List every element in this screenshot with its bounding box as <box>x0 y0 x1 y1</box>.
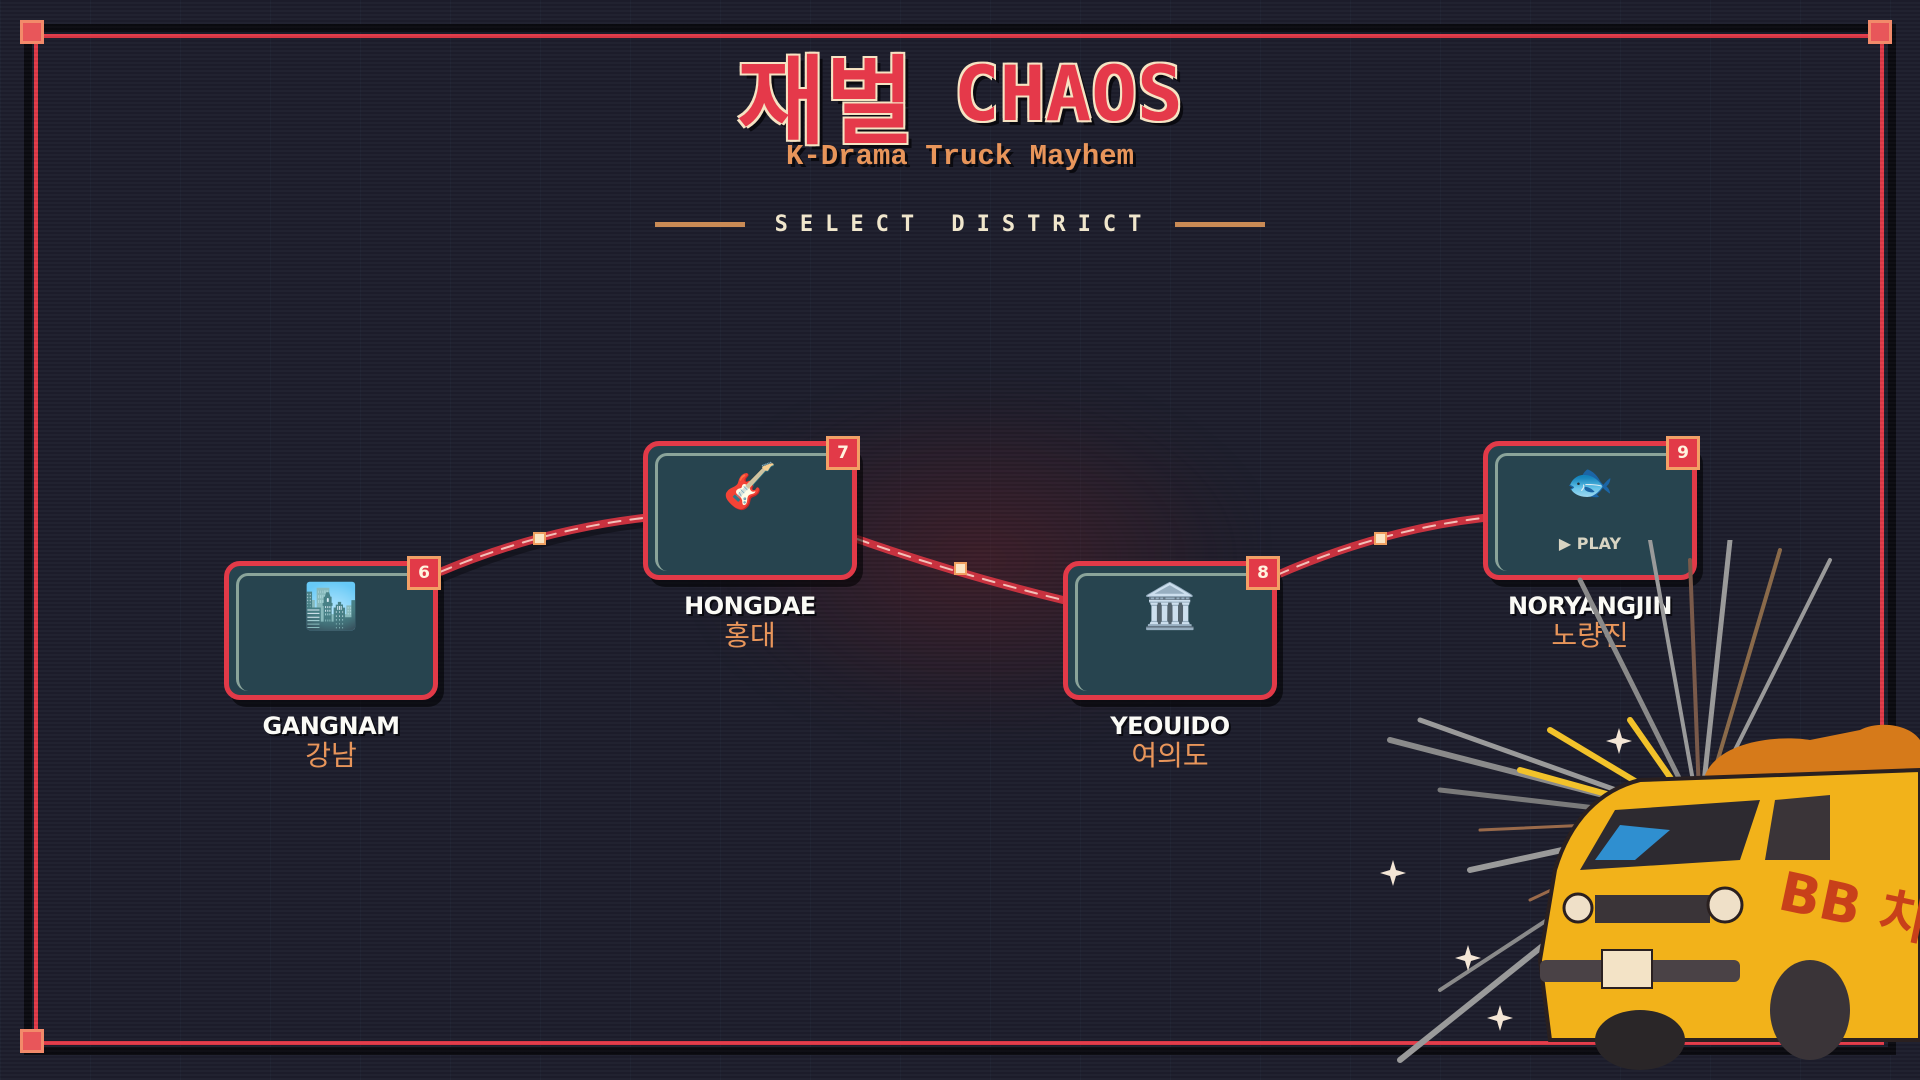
district-label-yeouido: YEOUIDO 여의도 <box>1040 712 1300 772</box>
headlight <box>1706 886 1744 924</box>
card-inner-border <box>1495 453 1688 571</box>
side-window <box>1765 795 1830 860</box>
district-label-hongdae: HONGDAE 홍대 <box>620 592 880 652</box>
game-title: 재벌 CHAOS <box>0 24 1920 163</box>
sparkle-icons <box>1380 728 1632 1031</box>
card-inner-border <box>1075 573 1268 691</box>
district-card-noryangjin[interactable]: 🐟 ▶ PLAY 9 <box>1483 436 1700 580</box>
subtitle: K-Drama Truck Mayhem <box>785 140 1135 173</box>
district-card-yeouido[interactable]: 🏛️ 8 <box>1063 556 1280 700</box>
truck-grille <box>1595 895 1710 923</box>
frame-corner <box>1868 20 1892 44</box>
district-number-badge: 7 <box>826 436 860 470</box>
district-label-noryangjin: NORYANGJIN 노량진 <box>1460 592 1720 652</box>
headlight <box>1562 892 1594 924</box>
chicken-truck-illustration: BB 치킨 <box>1380 540 1920 1070</box>
truck-wheel <box>1770 960 1850 1060</box>
title-english: CHAOS <box>953 49 1183 138</box>
title-korean: 재벌 <box>737 49 914 156</box>
fish-icon: 🐟 <box>1566 462 1614 504</box>
classical-building-icon: 🏛️ <box>1142 582 1198 631</box>
route-waypoint <box>954 562 967 575</box>
frame-corner <box>20 20 44 44</box>
district-number-badge: 9 <box>1666 436 1700 470</box>
guitar-icon: 🎸 <box>722 462 778 511</box>
route-waypoint <box>1374 532 1387 545</box>
cityscape-icon: 🏙️ <box>303 582 359 631</box>
district-korean-name: 노량진 <box>1551 620 1629 651</box>
district-korean-name: 강남 <box>305 740 357 771</box>
district-card-gangnam[interactable]: 🏙️ 6 <box>224 556 441 700</box>
district-korean-name: 홍대 <box>724 620 776 651</box>
truck-wheel <box>1595 1010 1685 1070</box>
select-district-heading: SELECT DISTRICT <box>0 212 1920 237</box>
route-waypoint <box>533 532 546 545</box>
red-frame <box>34 34 1884 1045</box>
license-plate <box>1601 949 1653 989</box>
district-name: GANGNAM <box>262 712 400 740</box>
district-number-badge: 6 <box>407 556 441 590</box>
district-korean-name: 여의도 <box>1131 740 1209 771</box>
frame-corner <box>20 1029 44 1053</box>
district-card-hongdae[interactable]: 🎸 7 <box>643 436 860 580</box>
heading-rule-right <box>1175 222 1266 227</box>
district-number-badge: 8 <box>1246 556 1280 590</box>
windshield-reflection <box>1595 825 1670 860</box>
district-name: YEOUIDO <box>1110 712 1230 740</box>
outer-frame <box>24 24 1896 1055</box>
card-inner-border <box>655 453 848 571</box>
heading-rule-left <box>654 222 745 227</box>
district-label-gangnam: GANGNAM 강남 <box>201 712 461 772</box>
play-button[interactable]: ▶ PLAY <box>1558 534 1622 553</box>
card-inner-border <box>236 573 429 691</box>
district-name: HONGDAE <box>684 592 816 620</box>
heading-text: SELECT DISTRICT <box>774 212 1154 237</box>
